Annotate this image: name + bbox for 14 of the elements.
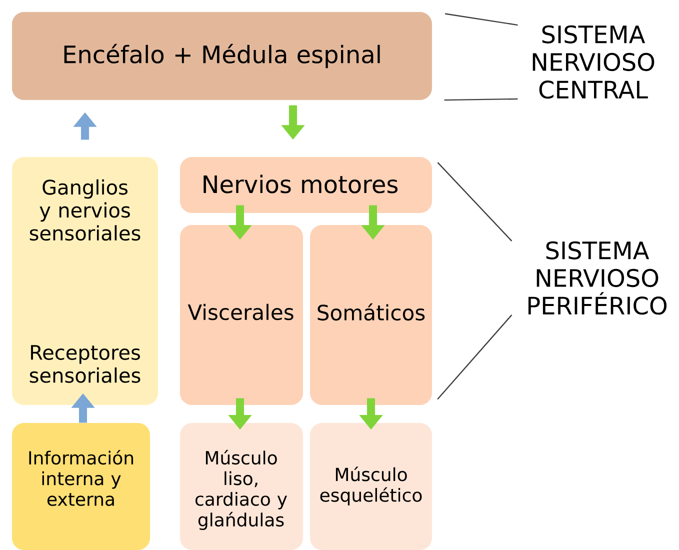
category-box: Nervios motores bbox=[180, 157, 432, 213]
leader-line bbox=[445, 13, 518, 26]
category-box: Viscerales bbox=[180, 225, 303, 405]
category-box: Encéfalo + Médula espinal bbox=[12, 12, 432, 100]
leader-line bbox=[437, 314, 512, 400]
category-box: Músculo esquelético bbox=[310, 423, 432, 550]
category-box: Ganglios y nervios sensoriales Receptores sensoriales bbox=[12, 157, 158, 405]
category-box: Información interna y externa bbox=[12, 423, 150, 550]
system-label: SISTEMA NERVIOSO CENTRAL bbox=[532, 25, 654, 99]
leader-line bbox=[437, 162, 512, 242]
system-label: SISTEMA NERVIOSO PERIFÉRICO bbox=[528, 241, 667, 315]
category-box: Músculo liso, cardiaco y glańdulas bbox=[180, 423, 303, 550]
category-box: Somáticos bbox=[310, 225, 432, 405]
leader-line bbox=[444, 98, 518, 101]
